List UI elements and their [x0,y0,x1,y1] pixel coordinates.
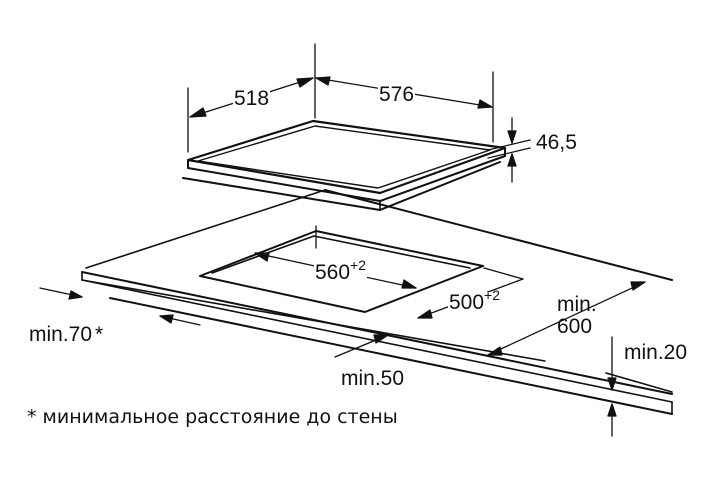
label-min-wall: min.20 [624,341,688,364]
label-min-front: min.50 [341,367,405,390]
label-hob-depth: 518 [233,87,271,110]
footnote: * минимальное расстояние до стены [27,406,398,428]
hob-outline [182,119,507,211]
label-hob-width: 576 [378,83,416,106]
cutout-outline [199,230,484,313]
label-min-worktop-depth: min.600 [557,293,597,339]
label-cutout-depth: 500+2 [448,287,502,314]
cutout-dimension-lines [39,225,646,437]
label-hob-height: 46,5 [536,131,577,154]
label-min-side: min.70* [29,323,104,346]
hob-dimension-lines [187,43,531,183]
label-cutout-width: 560+2 [314,257,368,284]
